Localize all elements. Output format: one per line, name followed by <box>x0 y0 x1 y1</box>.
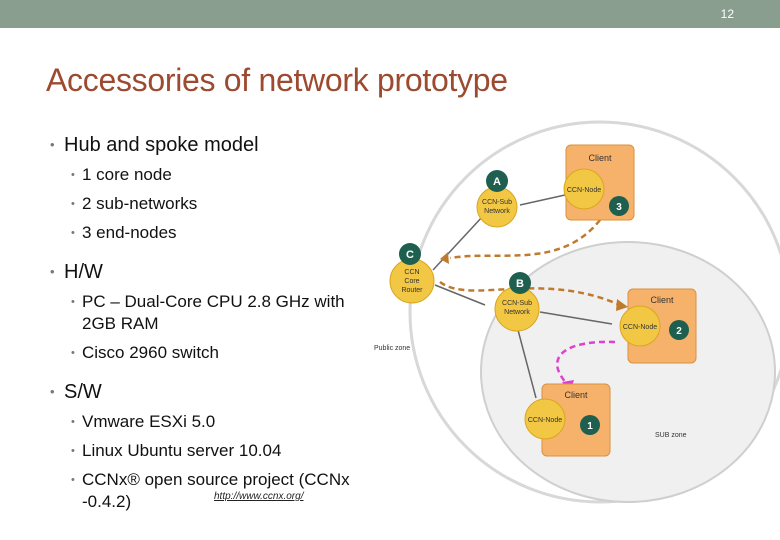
ccn-node-3-label: CCN-Node <box>567 187 601 194</box>
badge-a <box>486 170 508 192</box>
link-b-to-client1 <box>517 329 537 399</box>
bullet-list: Hub and spoke model 1 core node 2 sub-ne… <box>50 132 430 520</box>
dashed-path-pink <box>555 340 616 386</box>
ccn-node-2 <box>619 305 661 347</box>
node-badge-2 <box>669 320 689 340</box>
link-core-to-b <box>434 284 486 306</box>
bullet-switch: Cisco 2960 switch <box>71 342 430 364</box>
client-3-label: Client <box>588 153 612 163</box>
page-number: 12 <box>720 7 734 21</box>
bullet-core-node: 1 core node <box>71 164 430 186</box>
sub-router-a-label-2: Network <box>484 208 510 215</box>
ccn-node-1 <box>524 398 566 440</box>
badge-c-label: C <box>406 249 414 261</box>
link-b-to-client2 <box>539 311 613 325</box>
ccnx-link[interactable]: http://www.ccnx.org/ <box>214 491 304 502</box>
core-router-label-3: Router <box>401 287 423 294</box>
arrowhead-orange-1 <box>440 252 449 264</box>
public-zone-label: Public zone <box>374 345 410 352</box>
bullet-pc-spec: PC – Dual-Core CPU 2.8 GHz with 2GB RAM <box>71 291 362 335</box>
node-badge-1 <box>580 415 600 435</box>
client-2-label: Client <box>650 295 674 305</box>
ccn-node-3 <box>563 168 605 210</box>
client-1-label: Client <box>564 390 588 400</box>
badge-b-label: B <box>516 278 524 290</box>
bullet-end-nodes: 3 end-nodes <box>71 222 430 244</box>
sub-router-a-label-1: CCN-Sub <box>482 199 512 206</box>
bullet-hub-model: Hub and spoke model <box>50 132 430 158</box>
top-bar: 12 <box>0 0 780 28</box>
badge-a-label: A <box>493 176 501 188</box>
sub-router-b-label-2: Network <box>504 309 530 316</box>
bullet-hw: H/W <box>50 259 430 285</box>
sub-router-a-node <box>476 186 518 228</box>
bullet-ccnx: CCNx® open source project (CCNx -0.4.2) <box>71 469 402 513</box>
arrowhead-orange-2 <box>616 299 628 311</box>
bullet-vmware: Vmware ESXi 5.0 <box>71 411 430 433</box>
core-router-label-1: CCN <box>404 269 419 276</box>
link-core-to-a <box>432 215 484 271</box>
node-badge-3 <box>609 196 629 216</box>
bullet-sub-networks: 2 sub-networks <box>71 193 430 215</box>
bullet-ubuntu: Linux Ubuntu server 10.04 <box>71 440 430 462</box>
link-a-to-client3 <box>519 194 566 206</box>
node-badge-3-label: 3 <box>616 202 622 213</box>
bullet-sw: S/W <box>50 379 430 405</box>
sub-zone-label: SUB zone <box>655 432 687 439</box>
core-router-label-2: Core <box>404 278 419 285</box>
badge-b <box>509 272 531 294</box>
dashed-path-orange-1 <box>449 219 601 260</box>
node-badge-2-label: 2 <box>676 326 682 337</box>
slide-title: Accessories of network prototype <box>46 62 508 98</box>
sub-router-b-label-1: CCN-Sub <box>502 300 532 307</box>
ccn-node-1-label: CCN-Node <box>528 417 562 424</box>
badge-c <box>399 243 421 265</box>
ccn-node-2-label: CCN-Node <box>623 324 657 331</box>
node-badge-1-label: 1 <box>587 421 593 432</box>
